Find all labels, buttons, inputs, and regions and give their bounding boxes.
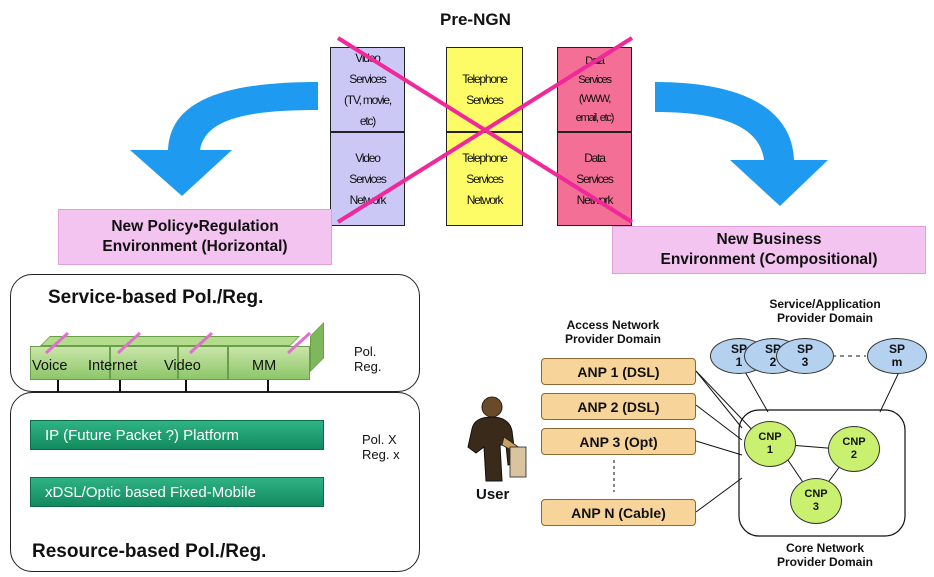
service-mm: MM — [252, 358, 277, 374]
sp-number: 3 — [801, 355, 809, 369]
access-domain-line: Access Network — [566, 318, 660, 332]
ip-platform-label: IP (Future Packet ?) Platform — [45, 426, 239, 444]
pol-x-label: Pol. X Reg. x — [362, 432, 400, 462]
cnp-number: 3 — [812, 501, 820, 513]
pol-line: Pol. — [354, 344, 377, 359]
video-network-line: Video — [355, 150, 381, 165]
ip-platform-bar: IP (Future Packet ?) Platform — [30, 420, 324, 450]
cnp-label: CNP — [804, 488, 828, 500]
service-internet: Internet — [88, 358, 138, 374]
cross-line — [336, 36, 634, 224]
reg-line: Reg. — [354, 359, 382, 374]
core-domain-label: Core Network Provider Domain — [750, 541, 900, 569]
video-network-line: Services — [349, 171, 387, 186]
right-curved-arrow — [655, 82, 828, 206]
double-arrow-icon — [116, 331, 142, 355]
video-services-line: (TV, movie, — [343, 92, 392, 107]
business-box-line: Environment (Compositional) — [660, 251, 878, 268]
cnp-number: 2 — [850, 449, 858, 461]
data-network-line: Services — [576, 171, 614, 186]
data-services-line: Services — [578, 73, 612, 86]
service-video: Video — [164, 358, 201, 374]
data-services-line: (WWW, — [578, 92, 611, 105]
sp-label: SP — [730, 342, 747, 356]
service-domain-line: Provider Domain — [776, 311, 874, 325]
data-network-box: DataServicesNetwork — [557, 132, 632, 226]
policy-box-line: New Policy•Regulation — [111, 218, 279, 235]
cnp-label: CNP — [842, 436, 866, 448]
reg-x-line: Reg. x — [362, 447, 400, 462]
double-arrow-icon — [44, 331, 70, 355]
core-domain-line: Core Network — [785, 541, 865, 555]
mm-cube — [228, 346, 310, 380]
double-arrow-icon — [286, 331, 312, 355]
resource-based-title: Resource-based Pol./Reg. — [32, 541, 267, 562]
user-icon — [467, 396, 527, 482]
anp-n-box: ANP N (Cable) — [541, 499, 696, 526]
sp-label: SP — [796, 342, 813, 356]
pol-x-line: Pol. X — [362, 432, 397, 447]
anp-1-box: ANP 1 (DSL) — [541, 358, 696, 385]
anp-2-box: ANP 2 (DSL) — [541, 393, 696, 420]
left-curved-arrow — [130, 82, 318, 196]
xdsl-platform-label: xDSL/Optic based Fixed-Mobile — [45, 483, 256, 501]
service-domain-label: Service/Application Provider Domain — [730, 297, 920, 325]
telephone-network-line: Services — [466, 171, 504, 186]
xdsl-platform-bar: xDSL/Optic based Fixed-Mobile — [30, 477, 324, 507]
data-services-line: email, etc) — [575, 111, 615, 124]
sp-number: 1 — [735, 355, 743, 369]
access-domain-line: Provider Domain — [564, 332, 662, 346]
business-box-line: New Business — [716, 231, 822, 248]
core-domain-line: Provider Domain — [776, 555, 874, 569]
access-domain-label: Access Network Provider Domain — [540, 318, 686, 346]
policy-box-line: Environment (Horizontal) — [102, 238, 288, 255]
cnp-number: 1 — [766, 444, 774, 456]
sp-label: SP — [888, 342, 905, 356]
anp-3-box: ANP 3 (Opt) — [541, 428, 696, 455]
video-services-line: etc) — [359, 113, 376, 128]
double-arrow-icon — [188, 331, 214, 355]
telephone-services-line: Services — [466, 92, 504, 107]
cnp-label: CNP — [758, 431, 782, 443]
service-voice: Voice — [32, 358, 68, 374]
sp-number: m — [891, 355, 903, 369]
core-network-domain-box — [738, 409, 906, 537]
telephone-network-line: Telephone — [462, 150, 508, 165]
service-based-title: Service-based Pol./Reg. — [48, 287, 264, 308]
video-cube — [178, 346, 228, 380]
data-network-line: Data — [584, 150, 606, 165]
voice-cube — [30, 346, 110, 380]
sp-number: 2 — [769, 355, 777, 369]
telephone-services-line: Telephone — [462, 71, 508, 86]
page-title: Pre-NGN — [440, 10, 511, 29]
internet-cube — [110, 346, 178, 380]
pol-reg-label: Pol. Reg. — [354, 344, 381, 374]
telephone-network-line: Network — [466, 192, 504, 207]
user-label: User — [476, 486, 510, 503]
service-domain-line: Service/Application — [769, 297, 881, 311]
video-services-line: Services — [349, 71, 387, 86]
